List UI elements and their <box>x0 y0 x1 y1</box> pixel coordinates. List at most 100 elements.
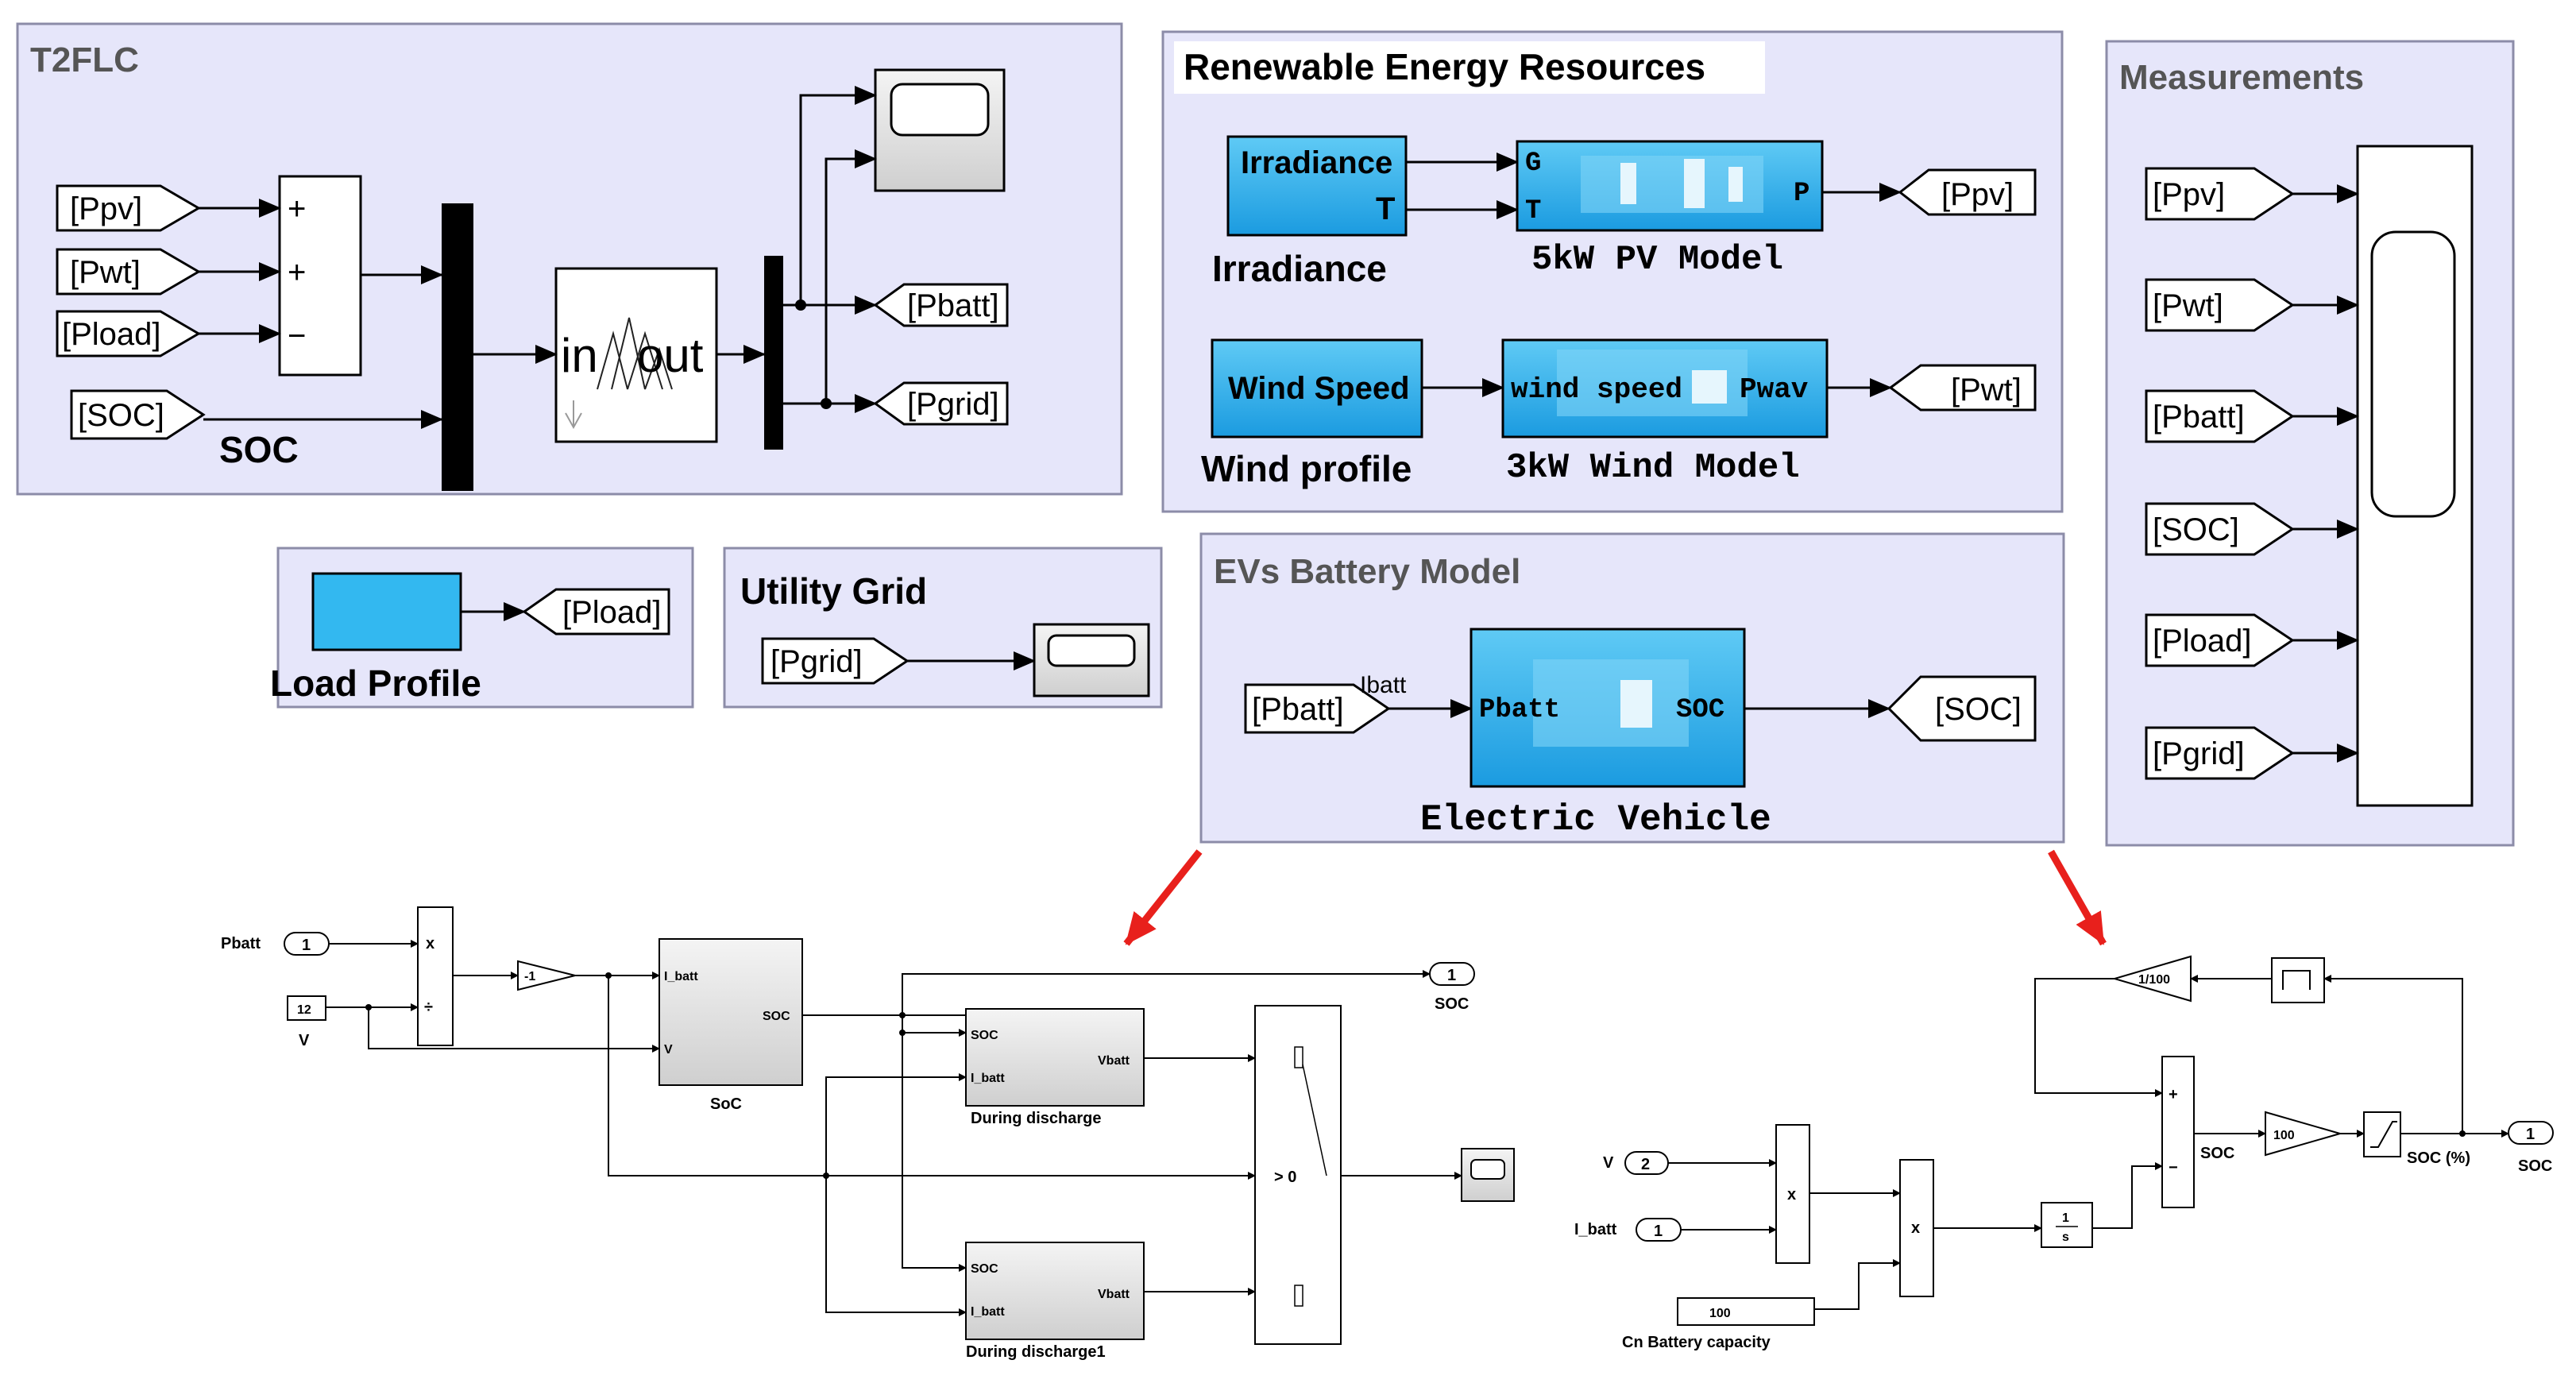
fuzzy-controller-block[interactable]: in out <box>554 267 718 443</box>
svg-text:T: T <box>1525 196 1541 226</box>
svg-text:T: T <box>1376 191 1395 226</box>
svg-text:s: s <box>2062 1231 2069 1244</box>
measurement-from-0[interactable]: [Ppv] <box>2145 167 2295 221</box>
goto-pwt[interactable]: [Pwt] <box>1888 364 2037 411</box>
svg-text:x: x <box>1911 1219 1920 1237</box>
measurement-from-4[interactable]: [Pload] <box>2145 613 2295 667</box>
sum-soc-block[interactable]: + − <box>2161 1056 2195 1208</box>
t2flc-soc-label: SOC <box>219 429 299 470</box>
from-pgrid[interactable]: [Pgrid] <box>761 637 910 685</box>
svg-text:Vbatt: Vbatt <box>1098 1288 1130 1301</box>
from-pload[interactable]: [Pload] <box>56 310 201 357</box>
inport-ibatt[interactable]: 1 <box>1636 1218 1682 1242</box>
soc-subsystem-block[interactable]: I_batt V SOC <box>658 938 803 1086</box>
svg-text:[Pgrid]: [Pgrid] <box>770 644 863 679</box>
t2flc-title: T2FLC <box>30 41 139 79</box>
svg-text:−: − <box>288 319 306 354</box>
svg-text:[Pbatt]: [Pbatt] <box>907 288 999 323</box>
measurement-from-2[interactable]: [Pbatt] <box>2145 389 2295 443</box>
svg-text:1: 1 <box>1654 1223 1663 1240</box>
load-profile-block[interactable] <box>311 572 462 651</box>
svg-text:+: + <box>288 191 306 226</box>
from-pbatt[interactable]: [Pbatt] <box>1244 683 1391 734</box>
svg-text:I_batt: I_batt <box>971 1305 1005 1319</box>
left-scope[interactable] <box>1461 1148 1515 1202</box>
goto-pload[interactable]: [Pload] <box>522 588 670 636</box>
svg-text:1: 1 <box>2526 1126 2535 1143</box>
svg-text:100: 100 <box>2273 1129 2295 1142</box>
measurement-from-1[interactable]: [Pwt] <box>2145 278 2295 332</box>
product-block[interactable]: x ÷ <box>417 906 454 1046</box>
svg-text:[Pwt]: [Pwt] <box>70 255 141 290</box>
discharge-label: During discharge <box>971 1110 1101 1127</box>
from-pwt[interactable]: [Pwt] <box>56 248 201 296</box>
discharge-block[interactable]: SOC I_batt Vbatt <box>965 1008 1145 1107</box>
integrator-block[interactable]: 1 s <box>2041 1202 2093 1248</box>
switch-block[interactable]: > 0 <box>1254 1005 1342 1345</box>
svg-text:[Pwt]: [Pwt] <box>2153 288 2223 323</box>
irradiance-block[interactable]: Irradiance T <box>1226 135 1408 237</box>
gain-recip[interactable]: 1/100 <box>2111 955 2192 1003</box>
svg-text:I_batt: I_batt <box>971 1072 1005 1085</box>
const-12[interactable]: 12 <box>287 995 326 1021</box>
svg-text:[Ppv]: [Ppv] <box>1941 177 2014 212</box>
svg-text:[Pload]: [Pload] <box>562 595 662 630</box>
svg-text:SOC: SOC <box>763 1010 790 1023</box>
wind-model-block[interactable]: wind speed Pwav <box>1501 338 1829 439</box>
svg-text:[SOC]: [SOC] <box>78 398 164 433</box>
svg-text:Pbatt: Pbatt <box>1479 695 1560 725</box>
inport-pbatt[interactable]: 1 <box>284 932 330 956</box>
inport-v-label: V <box>1603 1154 1614 1172</box>
zoom-arrow-left <box>1123 849 1203 946</box>
from-soc[interactable]: [SOC] <box>70 389 206 440</box>
saturation-block[interactable] <box>2363 1111 2401 1157</box>
gain-neg1[interactable]: -1 <box>517 960 576 991</box>
svg-text:Irradiance: Irradiance <box>1241 145 1392 180</box>
svg-text:SOC: SOC <box>971 1029 998 1042</box>
grid-scope[interactable] <box>1033 623 1150 697</box>
goto-pbatt[interactable]: [Pbatt] <box>873 283 1009 327</box>
wind-model-label: 3kW Wind Model <box>1506 448 1800 488</box>
ev-ibatt-label: Ibatt <box>1360 672 1407 698</box>
soc-subsystem-label: SoC <box>710 1095 742 1113</box>
wind-speed-block[interactable]: Wind Speed <box>1211 338 1423 439</box>
demux-block[interactable] <box>764 256 783 450</box>
svg-text:[Pbatt]: [Pbatt] <box>2153 400 2245 435</box>
discharge1-label: During discharge1 <box>966 1343 1106 1361</box>
t2flc-scope[interactable] <box>874 68 1006 192</box>
svg-text:[Ppv]: [Ppv] <box>2153 177 2225 212</box>
inport-v[interactable]: 2 <box>1624 1151 1669 1175</box>
goto-soc[interactable]: [SOC] <box>1887 675 2037 742</box>
from-ppv[interactable]: [Ppv] <box>56 184 201 232</box>
measurements-scope[interactable] <box>2356 145 2474 807</box>
measurement-from-5[interactable]: [Pgrid] <box>2145 726 2295 780</box>
discharge1-block[interactable]: SOC I_batt Vbatt <box>965 1242 1145 1340</box>
gain-100[interactable]: 100 <box>2265 1111 2343 1157</box>
const-cn[interactable]: 100 <box>1677 1297 1815 1326</box>
goto-pgrid[interactable]: [Pgrid] <box>873 381 1009 426</box>
svg-text:100: 100 <box>1709 1307 1731 1320</box>
ev-title: EVs Battery Model <box>1214 552 1520 591</box>
svg-text:[SOC]: [SOC] <box>1935 692 2022 727</box>
outport-soc[interactable]: 1 <box>1429 962 1475 986</box>
svg-text:[Pload]: [Pload] <box>2153 624 2252 659</box>
ev-model-block[interactable]: Pbatt SOC <box>1470 628 1746 788</box>
svg-text:1/100: 1/100 <box>2138 973 2170 987</box>
svg-text:÷: ÷ <box>424 999 433 1016</box>
sum-soc-label: SOC <box>2200 1145 2234 1162</box>
load-profile-label: Load Profile <box>270 663 481 704</box>
ev-label: Electric Vehicle <box>1420 799 1771 840</box>
pv-model-block[interactable]: G T P <box>1516 140 1824 232</box>
svg-text:[SOC]: [SOC] <box>2153 512 2239 547</box>
svg-text:+: + <box>288 255 306 290</box>
outport-soc-right[interactable]: 1 <box>2508 1121 2554 1145</box>
product-capacity[interactable]: x <box>1899 1159 1934 1297</box>
goto-ppv[interactable]: [Ppv] <box>1898 168 2037 216</box>
soc-pct-label: SOC (%) <box>2407 1149 2470 1167</box>
svg-text:G: G <box>1525 149 1541 179</box>
mux-block[interactable] <box>442 203 473 491</box>
product-v-ibatt[interactable]: x <box>1775 1124 1810 1264</box>
memory-block[interactable] <box>2271 957 2325 1003</box>
measurement-from-3[interactable]: [SOC] <box>2145 502 2295 556</box>
